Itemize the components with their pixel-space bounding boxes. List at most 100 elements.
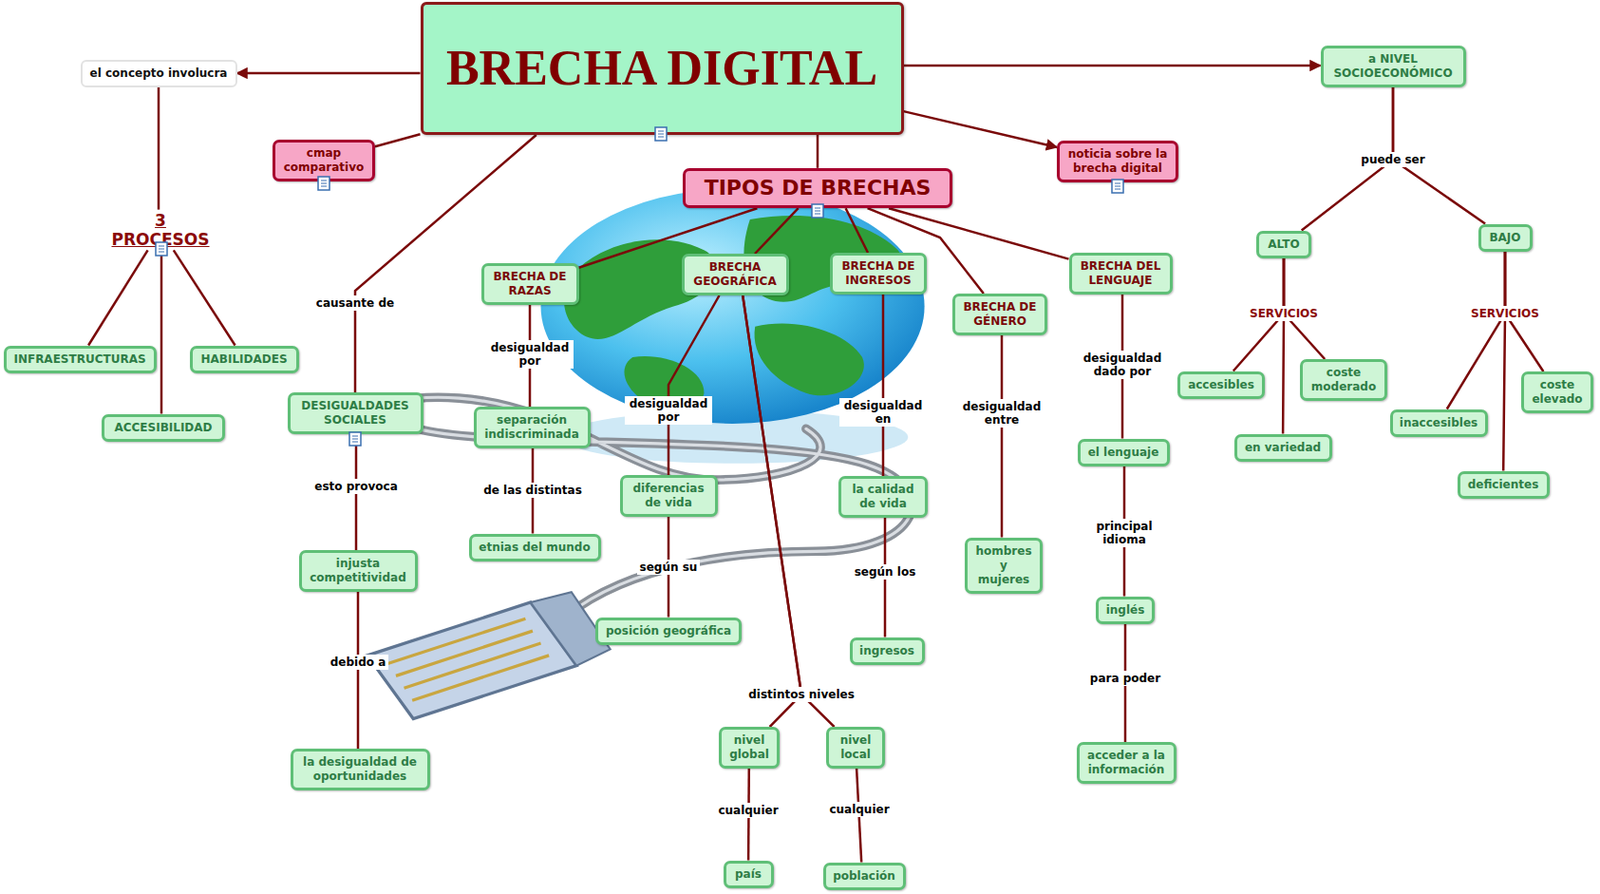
globe (541, 188, 925, 424)
node-text: en variedad (1244, 440, 1321, 455)
concept-box: hombres y mujeres (964, 537, 1043, 594)
node-text: el lenguaje (1088, 445, 1160, 460)
node-text: BAJO (1488, 230, 1521, 245)
node-text: acceder a la información (1085, 748, 1168, 777)
category-box: BRECHA GEOGRÁFICA (681, 253, 790, 296)
node-text: BRECHA DE GÉNERO (960, 300, 1039, 329)
concept-box: el concepto involucra (80, 59, 238, 88)
concept-box: nivel local (826, 726, 885, 769)
connector (882, 294, 885, 476)
node-text: HABILIDADES (200, 352, 287, 367)
link-label: causante de (313, 295, 397, 311)
node-text: hombres y mujeres (973, 544, 1035, 587)
connector (88, 249, 149, 345)
concept-box: coste elevado (1521, 371, 1594, 414)
node-text: 3 PROCESOS (104, 210, 217, 250)
link-label: desigualdad entre (958, 398, 1046, 429)
node-text: ALTO (1267, 237, 1299, 252)
node-text: país (734, 866, 762, 882)
link-label: desigualdad por (624, 395, 713, 426)
link-label: desigualdad dado por (1078, 350, 1167, 380)
node-text: posición geográfica (605, 623, 732, 639)
concept-box: deficientes (1457, 470, 1550, 499)
link-label: para poder (1087, 670, 1164, 686)
link-label: de las distintas (480, 482, 585, 498)
link-box: noticia sobre la brecha digital (1056, 140, 1179, 183)
concept-box: la calidad de vida (838, 475, 928, 518)
connector (160, 249, 164, 414)
concept-box: HABILIDADES (189, 345, 300, 374)
link-label: según los (851, 564, 920, 580)
category-box: TIPOS DE BRECHAS (682, 168, 953, 208)
plug-contacts (387, 618, 549, 700)
concept-box: en variedad (1234, 433, 1333, 462)
connector (1447, 251, 1506, 410)
link-label: según su (637, 559, 701, 575)
node-text: a NIVEL SOCIOECONÓMICO (1329, 52, 1458, 81)
category-box: BRECHA DE GÉNERO (952, 293, 1048, 336)
node-text: ingresos (859, 643, 915, 659)
link-label: principal idioma (1086, 518, 1163, 548)
connector (754, 207, 799, 254)
node-text: población (832, 868, 896, 884)
cable-highlight (390, 396, 913, 624)
node-text: BRECHA GEOGRÁFICA (690, 260, 781, 289)
concept-box: coste moderado (1299, 358, 1388, 401)
concept-box: población (823, 862, 906, 890)
concept-box: diferencias de vida (620, 474, 718, 517)
concept-box: accesibles (1177, 371, 1265, 399)
category-box: BRECHA DE RAZAS (481, 263, 580, 305)
link-label: puede ser (1357, 151, 1428, 168)
node-text: cmap comparativo (281, 146, 367, 175)
concept-box: acceder a la información (1076, 741, 1177, 784)
concept-box: injusta competitividad (299, 549, 418, 592)
node-text: el concepto involucra (90, 66, 228, 81)
title-box: BRECHA DIGITAL (420, 1, 904, 135)
concept-box: ACCESIBILIDAD (101, 414, 226, 442)
connector (816, 134, 820, 169)
connector (846, 207, 868, 253)
node-text: TIPOS DE BRECHAS (704, 175, 932, 201)
node-text: BRECHA DE INGRESOS (838, 259, 919, 288)
category-box: BRECHA DE INGRESOS (829, 252, 927, 295)
concept-box: nivel global (718, 726, 780, 769)
concept-box: INFRAESTRUCTURAS (3, 345, 157, 374)
node-text: accesibles (1187, 377, 1255, 393)
node-text: coste elevado (1529, 377, 1585, 407)
node-text: inaccesibles (1399, 415, 1478, 431)
node-text: ACCESIBILIDAD (113, 420, 212, 435)
connector (903, 64, 1321, 68)
concept-box: a NIVEL SOCIOECONÓMICO (1320, 45, 1467, 88)
node-text: etnias del mundo (478, 540, 590, 555)
node-text: separación indiscriminada (482, 413, 583, 442)
concept-box: ALTO (1256, 230, 1312, 259)
cable (390, 396, 913, 624)
connector (375, 133, 421, 147)
node-text: la desigualdad de oportunidades (299, 754, 422, 784)
node-text: injusta competitividad (307, 556, 410, 585)
link-label: desigualdad en (839, 397, 927, 428)
connector (173, 249, 236, 345)
node-text: BRECHA DE RAZAS (489, 269, 571, 299)
link-label: SERVICIOS (1246, 305, 1321, 321)
concept-box: inglés (1095, 596, 1155, 624)
concept-box: inaccesibles (1390, 409, 1488, 437)
concept-box: el lenguaje (1077, 438, 1170, 467)
link-label: esto provoca (311, 478, 400, 494)
link-box: cmap comparativo (272, 139, 376, 182)
resource-icon (349, 432, 361, 446)
link-label: cualquier (826, 801, 892, 817)
connector (668, 295, 720, 475)
concept-text: 3 PROCESOS (101, 209, 220, 251)
node-text: BRECHA DIGITAL (446, 40, 878, 95)
link-label: debido a (327, 654, 390, 670)
concept-box: país (723, 860, 774, 888)
connector (742, 295, 834, 727)
connector (888, 207, 1069, 259)
connector (903, 111, 1058, 148)
concept-box: posición geográfica (595, 617, 742, 645)
concept-box: la desigualdad de oportunidades (290, 748, 431, 791)
node-text: noticia sobre la brecha digital (1065, 147, 1170, 176)
node-text: DESIGUALDADES SOCIALES (296, 398, 415, 428)
concept-box: separación indiscriminada (473, 406, 591, 449)
